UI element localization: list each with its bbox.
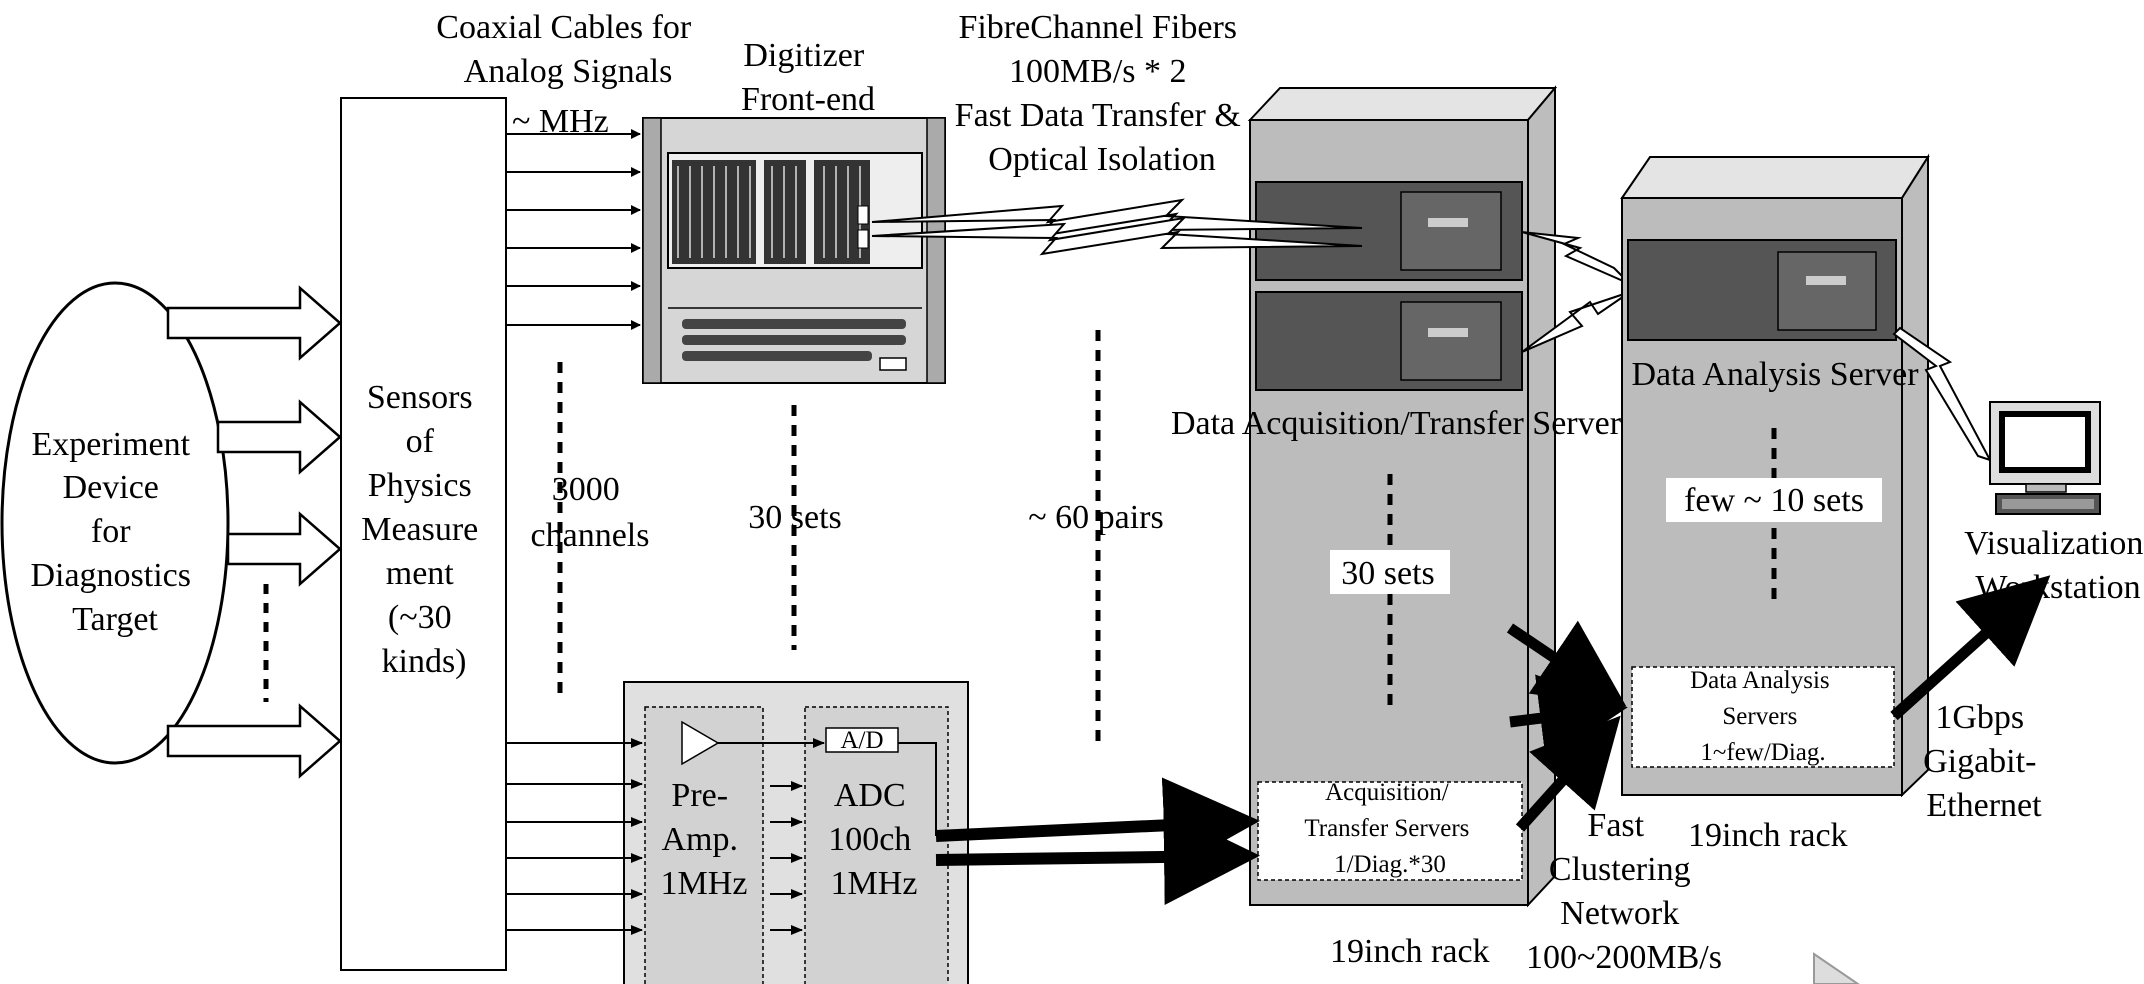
analysis-server-title: Data Analysis Server (1631, 356, 1919, 393)
analysis-sets-label: few ~ 10 sets (1684, 482, 1864, 519)
digitizer-label: Digitizer Front-end (741, 37, 875, 118)
ad-converter-icon (825, 727, 899, 753)
cluster-network-label: Fast Clustering Network 100~200MB/s (1526, 807, 1722, 976)
sensors-label: Sensors of Physics Measure ment (~30 kin… (361, 379, 487, 680)
acq-transfer-box: Acquisition/ Transfer Servers 1/Diag.*30 (1257, 779, 1523, 881)
experiment-device: Experiment Device for Diagnostics Target (0, 281, 230, 765)
gigabit-ethernet-link (1890, 575, 2051, 721)
acq-sets-label: 30 sets (1341, 555, 1435, 592)
analysis-rack-label: 19inch rack (1688, 817, 1848, 854)
keypad (682, 319, 906, 361)
acq-server-title: Data Acquisition/Transfer Server (1171, 405, 1622, 442)
fibre-channel-label: FibreChannel Fibers 100MB/s * 2 Fast Dat… (955, 9, 1250, 178)
preamp-label: Pre- Amp. 1MHz (661, 777, 748, 902)
fibre-bolts (871, 198, 1363, 256)
digitizer-chassis (642, 117, 946, 384)
sensors-box: Sensors of Physics Measure ment (~30 kin… (340, 97, 507, 971)
acq-sets-badge (1330, 550, 1450, 594)
acq-rack-label: 19inch rack (1330, 933, 1490, 970)
cluster-links (1506, 620, 1628, 832)
svg-text:Data Analysis Servers: Data Analysis Servers 1~few/Diag. (1690, 667, 1836, 766)
hollow-arrow (216, 399, 342, 475)
adc-label: ADC 100ch 1MHz (828, 777, 920, 902)
workstation-label: Visualization Workstation (1964, 525, 2144, 606)
data-analysis-box: Data Analysis Servers 1~few/Diag. (1631, 666, 1895, 768)
svg-text:Acquisition/ Transfer Se: Acquisition/ Transfer Servers 1/Diag.*30 (1304, 779, 1475, 878)
partial-shape (1813, 952, 1860, 984)
coax-lines-top (506, 129, 641, 330)
signal-arrows (166, 285, 342, 779)
workstation-link-bolt (1892, 326, 1993, 462)
preamp-adc-links (718, 738, 825, 935)
fibre-bolt (871, 216, 1363, 256)
adc-board: A/D Pre- Amp. 1MHz ADC 100ch 1MHz (623, 681, 969, 984)
coax-cables-label: Coaxial Cables for Analog Signals (436, 9, 699, 90)
experiment-label: Experiment Device for Diagnostics Target (30, 426, 199, 638)
hollow-arrow (166, 703, 342, 779)
analysis-sets-badge (1666, 478, 1882, 522)
acquisition-rack (1247, 85, 1558, 908)
hollow-arrow (226, 511, 342, 587)
ethernet-label: 1Gbps Gigabit- Ethernet (1923, 699, 2045, 824)
front-end-sets-label: 30 sets (748, 499, 842, 536)
preamp-icon (681, 720, 720, 766)
channels-label: 3000 channels (531, 471, 650, 554)
pairs-label: ~ 60 pairs (1028, 499, 1164, 536)
computer-icon (1989, 401, 2101, 515)
adc-to-acq-links (935, 777, 1260, 905)
coax-lines-bottom (506, 738, 643, 935)
hollow-arrow (166, 285, 342, 361)
svg-text:A/D: A/D (840, 727, 883, 754)
